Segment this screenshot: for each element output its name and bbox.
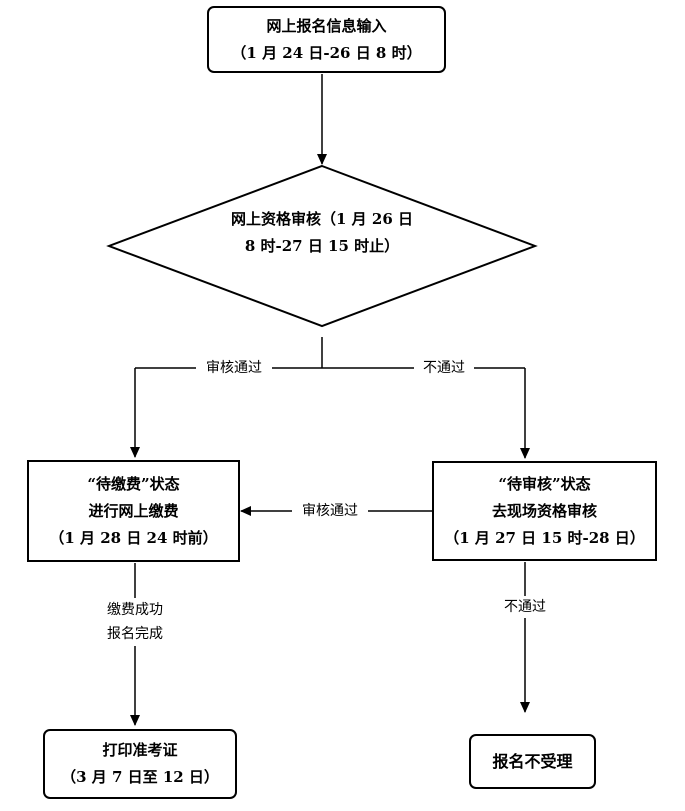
node-review: 网上资格审核（1 月 26 日 8 时-27 日 15 时止） — [172, 206, 472, 260]
review-diamond — [106, 164, 538, 328]
node-pay-line-2: 进行网上缴费 — [88, 501, 179, 520]
edge-label-pay-done-line-2: 报名完成 — [107, 626, 163, 642]
node-pay-line-1: “待缴费”状态 — [87, 474, 180, 493]
node-print: 打印准考证 （3 月 7 日至 12 日） — [43, 729, 237, 799]
edge-label-pay-done: 缴费成功 报名完成 — [95, 598, 175, 646]
node-review-line-1: 网上资格审核（1 月 26 日 — [231, 210, 413, 228]
edge-label-review-pass: 审核通过 — [196, 357, 272, 379]
node-start-line-2: （1 月 24 日-26 日 8 时） — [231, 43, 422, 62]
node-pending-line-1: “待审核”状态 — [498, 474, 591, 493]
node-print-line-2: （3 月 7 日至 12 日） — [61, 768, 219, 786]
node-start-line-1: 网上报名信息输入 — [266, 16, 387, 35]
node-pending: “待审核”状态 去现场资格审核 （1 月 27 日 15 时-28 日） — [432, 461, 657, 561]
node-pending-line-2: 去现场资格审核 — [491, 501, 597, 520]
edge-label-onsite-fail: 不通过 — [495, 596, 555, 618]
node-rejected: 报名不受理 — [469, 734, 596, 789]
node-start: 网上报名信息输入 （1 月 24 日-26 日 8 时） — [207, 6, 446, 73]
node-pending-line-3: （1 月 27 日 15 时-28 日） — [444, 528, 645, 547]
node-rejected-line-1: 报名不受理 — [492, 752, 573, 771]
edge-label-onsite-pass: 审核通过 — [292, 500, 368, 522]
node-pay-line-3: （1 月 28 日 24 时前） — [49, 528, 218, 547]
node-print-line-1: 打印准考证 — [102, 741, 178, 759]
node-pay: “待缴费”状态 进行网上缴费 （1 月 28 日 24 时前） — [27, 460, 240, 562]
edge-label-review-fail: 不通过 — [414, 357, 474, 379]
node-review-line-2: 8 时-27 日 15 时止） — [244, 237, 400, 255]
edge-label-pay-done-line-1: 缴费成功 — [107, 602, 163, 618]
